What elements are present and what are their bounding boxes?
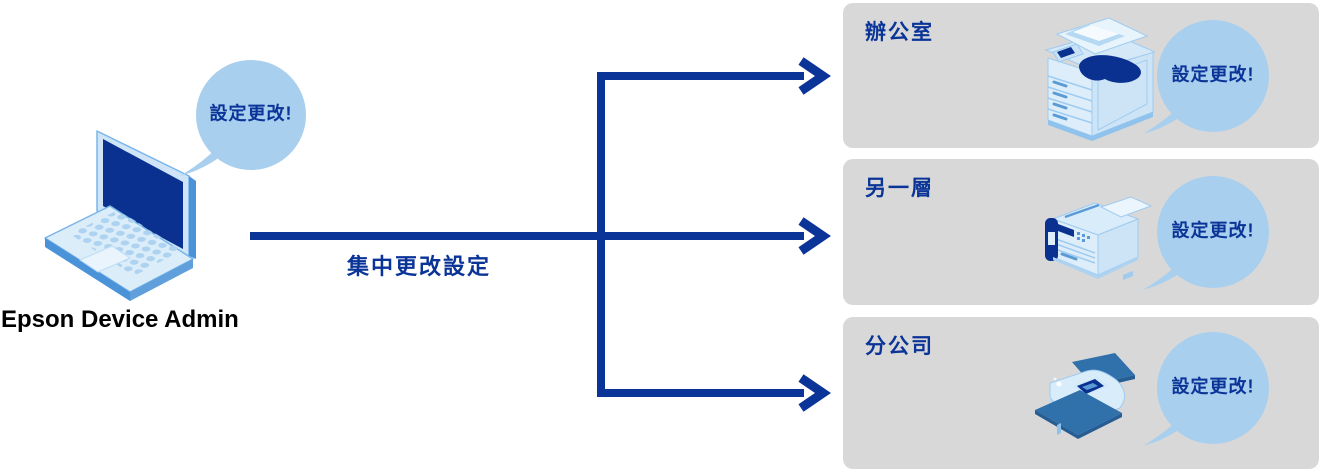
branch-office-speech-bubble-text: 設定更改! — [1171, 376, 1255, 397]
branch-arrows — [250, 57, 831, 412]
admin-label: Epson Device Admin — [1, 306, 239, 333]
branch-office-speech-bubble: 設定更改! — [1143, 332, 1269, 446]
location-card-office: 辦公室 — [843, 3, 1319, 148]
location-title-branch-office: 分公司 — [865, 335, 934, 358]
central-flow-label: 集中更改設定 — [347, 254, 492, 279]
branch-office-speech-bubble-tail — [1143, 412, 1186, 446]
office-speech-bubble-text: 設定更改! — [1171, 64, 1255, 85]
location-card-another-floor: 另一層 — [843, 159, 1319, 305]
admin-speech-bubble-tail — [180, 142, 223, 176]
admin-speech-bubble-text: 設定更改! — [209, 103, 293, 124]
office-speech-bubble: 設定更改! — [1143, 20, 1269, 134]
location-card-branch-office: 分公司 設定更改! — [843, 317, 1319, 469]
another-floor-speech-bubble-text: 設定更改! — [1171, 220, 1255, 241]
office-speech-bubble-tail — [1143, 100, 1186, 134]
location-title-another-floor: 另一層 — [865, 177, 934, 200]
another-floor-speech-bubble-tail — [1143, 256, 1186, 290]
laptop-icon — [44, 130, 196, 301]
location-title-office: 辦公室 — [865, 21, 934, 44]
another-floor-speech-bubble: 設定更改! — [1143, 176, 1269, 290]
copier-icon — [1044, 17, 1155, 141]
admin-speech-bubble: 設定更改! — [180, 60, 306, 176]
scanner-icon — [1035, 353, 1135, 439]
printer-icon — [1045, 196, 1153, 280]
